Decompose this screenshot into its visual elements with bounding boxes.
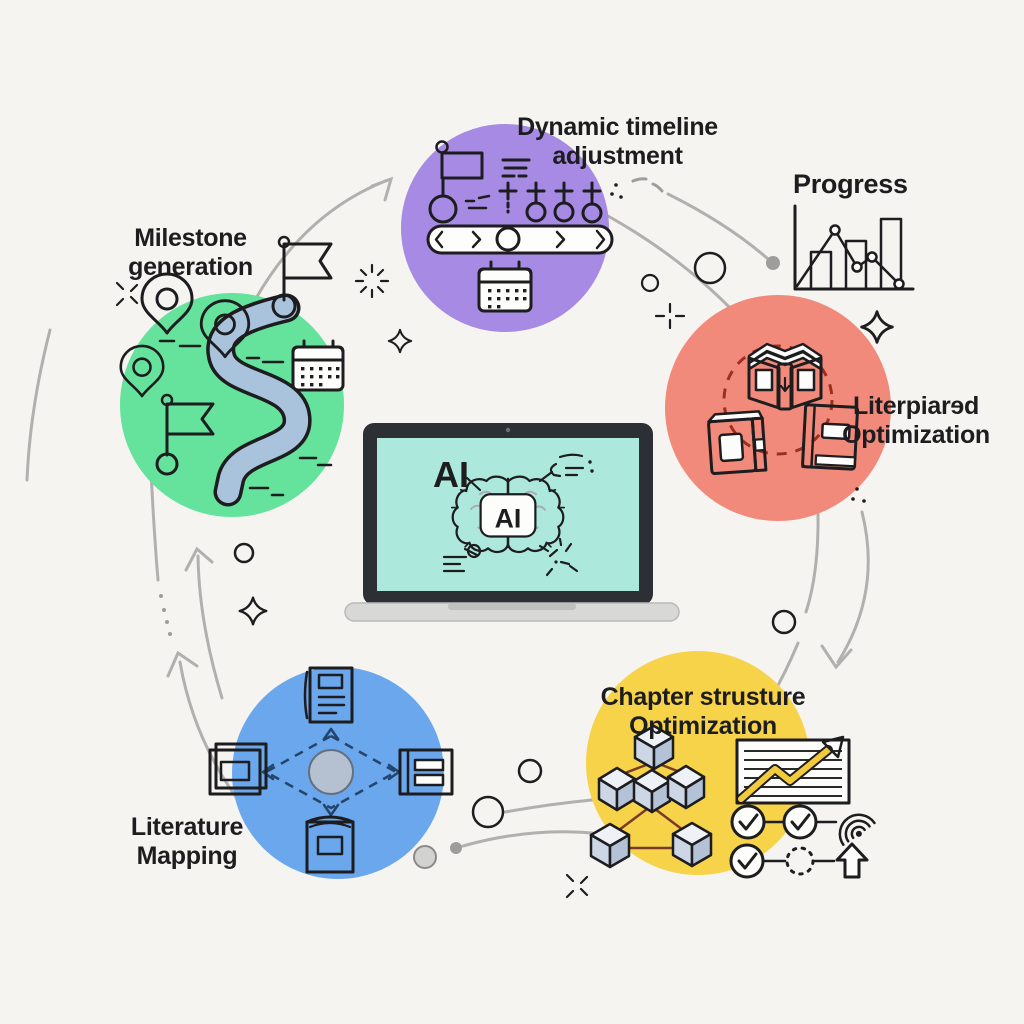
laptop: AI AI [344,423,680,622]
flag-icon [428,140,484,224]
node-chapter-structure-optimization [586,651,876,879]
decor-circle [471,795,505,829]
book-icon [707,410,768,476]
ai-chip [479,493,537,538]
decor-circle [233,542,255,564]
label-literature-mapping: Literature Mapping [130,813,244,870]
calendar-icon [291,339,345,392]
document-icon [303,666,354,724]
notes-lines-icon [501,158,531,178]
label-literature-optimization: Literpiarɘd Optimization [842,392,990,449]
sparkle-star-icon [238,596,268,626]
ai-chip-label: AI [495,504,522,534]
location-pin-icon [140,272,194,335]
dots-cluster [610,183,866,503]
speech-note-icon [549,453,594,478]
check-circle-icon [782,804,818,840]
camera-icon [505,427,511,433]
screen-ai-label: AI [433,454,469,495]
check-circle-icon [730,804,766,840]
node-dynamic-timeline-adjustment [401,124,614,332]
sparkle-star-icon [860,310,894,344]
node-literature-optimization [665,295,891,521]
scatter-marks-icon [545,537,579,577]
book-icon [305,815,355,874]
dashed-link-circle-icon [722,344,834,456]
node-literature-mapping [208,666,454,879]
decor-circle [693,251,727,285]
timeline-bar-icon [426,224,614,255]
sunburst-icon [354,263,390,299]
label-dynamic-timeline-adjustment: Dynamic timeline adjustment [517,113,718,170]
location-pin-icon [119,344,165,398]
crosshair-icon [654,302,686,330]
list-note-icon [442,543,482,573]
label-chapter-structure-optimization: Chapter strusture Optimization [600,683,806,740]
up-arrow-icon [835,842,869,879]
check-circle-icon [729,843,765,879]
dotted-circle-icon [785,846,815,876]
decor-circle [517,758,543,784]
decor-circle [771,609,797,635]
card-icon [208,742,268,796]
decor-sparkles [115,183,894,899]
arc-end-dot [766,256,780,270]
bar-red [809,250,833,291]
x-sparkle-icon [565,873,589,899]
decor-circle [413,845,437,869]
trend-document-icon [735,735,851,805]
location-pin-icon [199,299,251,359]
label-milestone-generation: Milestone generation [128,224,253,281]
flag-icon [271,235,333,319]
mind-map-hub-icon [308,749,354,795]
hierarchy-cubes-icon [589,724,713,869]
progress-bar-chart-icon [793,204,915,291]
label-progress: Progress [793,169,908,199]
brain-icon: AI [450,475,566,554]
flag-icon [155,393,215,476]
calendar-icon [477,260,533,313]
node-milestone-generation [119,235,345,517]
signal-icon [838,813,876,846]
book-icon [801,403,859,471]
x-sparkle-icon [115,281,139,307]
laptop-notch [448,603,576,610]
card-icon [398,748,454,796]
mind-map-links [263,734,399,810]
decor-circle [640,273,660,293]
arc-end-dot [450,842,462,854]
open-book-icon [747,342,823,411]
sparkle-star-icon [387,328,413,354]
